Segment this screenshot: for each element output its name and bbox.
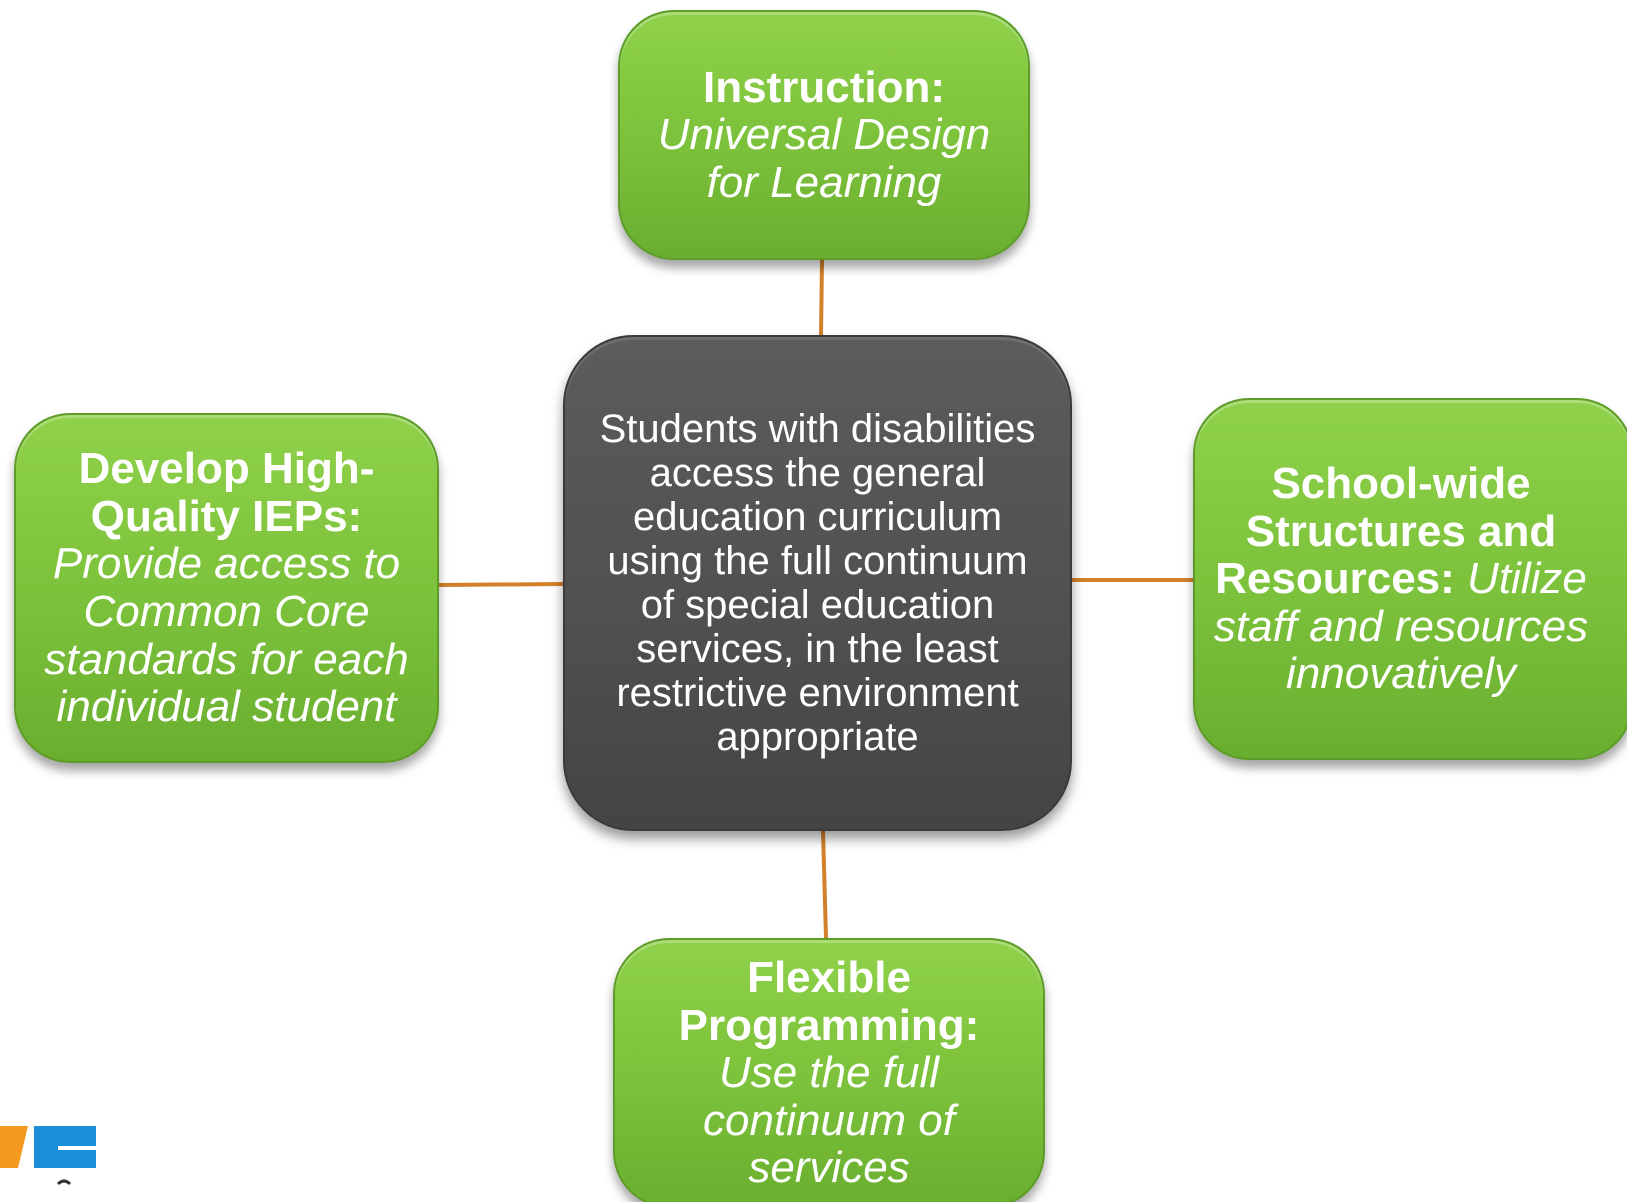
node-flexible-programming-title: Flexible Programming: — [678, 953, 980, 1050]
doe-logo-icon — [0, 1126, 96, 1186]
node-instruction-title: Instruction: — [703, 62, 945, 112]
node-school-wide-text: School-wide Structures and Resources: Ut… — [1211, 460, 1591, 698]
node-school-wide-desc: Utilize staff and resources innovatively — [1213, 554, 1589, 699]
node-flexible-programming-text: Flexible Programming: Use the full conti… — [634, 954, 1024, 1192]
node-develop-ieps-title: Develop High-Quality IEPs: — [78, 444, 375, 541]
node-instruction-desc: Universal Design for Learning — [657, 110, 991, 207]
node-school-wide-title: School-wide Structures and Resources: — [1215, 459, 1557, 604]
node-school-wide: School-wide Structures and Resources: Ut… — [1193, 398, 1627, 760]
node-develop-ieps-desc: Provide access to Common Core standards … — [44, 539, 409, 732]
connector-left — [438, 582, 564, 587]
node-develop-ieps-text: Develop High-Quality IEPs: Provide acces… — [42, 445, 412, 730]
node-central-goal: Students with disabilities access the ge… — [563, 335, 1072, 831]
node-flexible-programming: Flexible Programming: Use the full conti… — [613, 938, 1045, 1202]
node-instruction: Instruction: Universal Design for Learni… — [618, 10, 1030, 260]
node-flexible-programming-desc: Use the full continuum of services — [703, 1048, 955, 1193]
node-instruction-text: Instruction: Universal Design for Learni… — [654, 62, 994, 207]
connector-bottom — [821, 830, 828, 939]
node-central-goal-text: Students with disabilities access the ge… — [599, 407, 1036, 759]
connector-top — [819, 259, 824, 336]
node-develop-ieps: Develop High-Quality IEPs: Provide acces… — [14, 413, 439, 763]
